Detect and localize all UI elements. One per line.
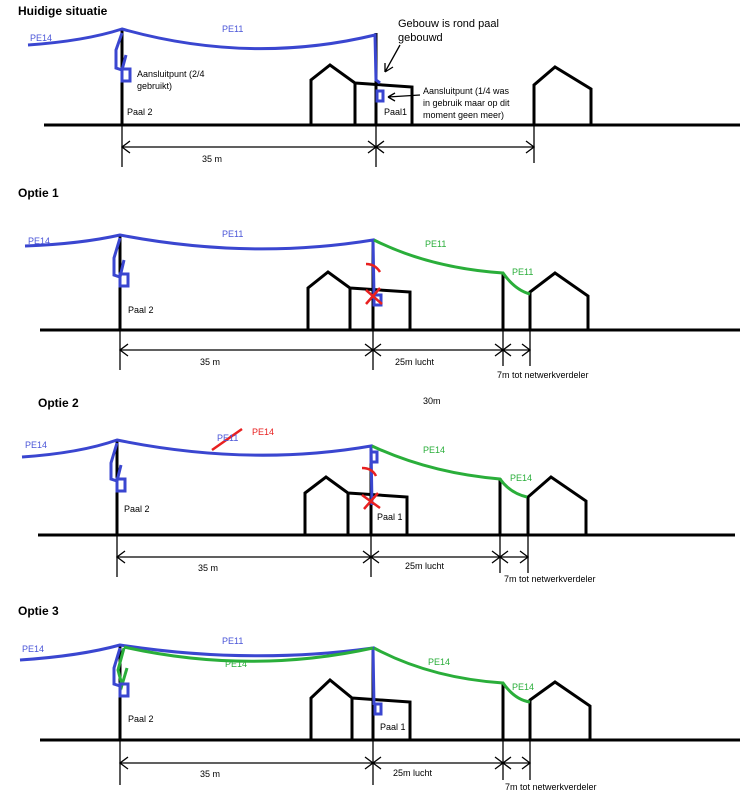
annotation: Aansluitpunt (1/4 was: [423, 86, 510, 96]
connection-box: [369, 450, 379, 464]
connection-box-pole-1: [375, 89, 385, 103]
cable-label: PE14: [423, 445, 445, 455]
distance-label: 25m lucht: [405, 561, 445, 571]
cable-label: PE14: [512, 682, 534, 692]
annotation: moment geen meer): [423, 110, 504, 120]
house-right: [528, 680, 592, 740]
panel-option-2: Optie 2 30m PE14 PE11 PE14 PE14 PE14 Paa…: [21, 396, 735, 584]
dimension-lines: [118, 740, 532, 785]
cable-label: PE14: [28, 236, 50, 246]
connection-box-pole-2: [120, 67, 132, 83]
distance-label: 25m lucht: [393, 768, 433, 778]
connection-box: [372, 293, 383, 307]
annotation: gebruikt): [137, 81, 172, 91]
connection-box: [373, 702, 383, 716]
new-cable: [371, 444, 528, 499]
house-with-pole: [309, 63, 414, 125]
cable-label: PE14: [25, 440, 47, 450]
pole-label: Paal 2: [128, 714, 154, 724]
panel-title: Optie 1: [18, 186, 59, 200]
house-right: [526, 475, 588, 535]
dimension-lines: [118, 330, 532, 370]
annotation: gebouwd: [398, 32, 443, 44]
cable-label: PE14: [22, 644, 44, 654]
pole-label: Paal 2: [128, 305, 154, 315]
cable-label: PE11: [222, 229, 243, 239]
dimension-lines: [120, 125, 536, 167]
parallel-connection: [116, 647, 129, 691]
annotation: Aansluitpunt (2/4: [137, 69, 205, 79]
pole-label: Paal 2: [127, 107, 153, 117]
panel-current-situation: Huidige situatie PE14 PE11 Gebouw is ron…: [18, 4, 740, 167]
cable-label: PE14: [30, 33, 52, 43]
connection-loop: [112, 237, 126, 279]
dimension-lines: [115, 535, 530, 577]
new-cable: [373, 646, 531, 704]
pole-label: Paal 1: [377, 512, 403, 522]
connection-box: [118, 682, 130, 698]
cable-label: PE14: [225, 659, 247, 669]
annotation: 30m: [423, 396, 441, 406]
cut-marks-icon: [365, 262, 383, 305]
pe14-parallel-cable: [123, 645, 374, 663]
annotation: Gebouw is rond paal: [398, 18, 499, 30]
pole-label: Paal 1: [380, 722, 406, 732]
annotation: in gebruik maar op dit: [423, 98, 510, 108]
cable-label: PE11: [425, 239, 446, 249]
cable-label: PE14: [510, 473, 532, 483]
panel-option-3: Optie 3 PE14 PE11 PE14 PE14 PE14 Paal 2 …: [18, 604, 740, 792]
distance-label: 7m tot netwerkverdeler: [505, 782, 597, 792]
connection-loop: [114, 32, 128, 72]
connection-box: [115, 477, 127, 493]
pe11-overhead-cable: [24, 233, 376, 296]
pe11-overhead-cable: [27, 27, 381, 85]
cut-marks-icon: [361, 466, 381, 510]
strike-line: [211, 427, 243, 452]
house-right: [532, 65, 593, 125]
arrow-icon: [387, 92, 421, 102]
house-with-pole: [306, 270, 412, 330]
distance-label: 35 m: [200, 769, 220, 779]
cable-label: PE11: [222, 636, 243, 646]
distance-label: 35 m: [200, 357, 220, 367]
connection-loop: [112, 647, 122, 688]
distance-label: 7m tot netwerkverdeler: [497, 370, 589, 380]
pe11-overhead-cable: [19, 643, 376, 706]
pole-label: Paal 2: [124, 504, 150, 514]
distance-label: 25m lucht: [395, 357, 435, 367]
panel-title: Optie 3: [18, 604, 59, 618]
cable-label: PE14: [428, 657, 450, 667]
pe11-overhead-cable: [21, 438, 374, 506]
cable-label: PE11: [222, 24, 243, 34]
house-with-pole: [309, 678, 412, 740]
house-right: [528, 271, 590, 330]
pole-label: Paal1: [384, 107, 407, 117]
connection-box: [118, 272, 130, 288]
distance-label: 7m tot netwerkverdeler: [504, 574, 596, 584]
distance-label: 35 m: [198, 563, 218, 573]
cable-label: PE14: [252, 427, 274, 437]
distance-label: 35 m: [202, 154, 222, 164]
panel-title: Huidige situatie: [18, 4, 108, 18]
connection-loop: [109, 442, 123, 483]
cable-label: PE11: [512, 267, 533, 277]
panel-option-1: Optie 1 PE14 PE11 PE11 PE11 Paal 2 35 m …: [18, 186, 740, 380]
new-cable: [373, 238, 531, 296]
panel-title: Optie 2: [38, 396, 79, 410]
house-with-pole: [303, 475, 409, 535]
arrow-icon: [384, 44, 401, 73]
cable-label: PE11: [217, 433, 238, 443]
